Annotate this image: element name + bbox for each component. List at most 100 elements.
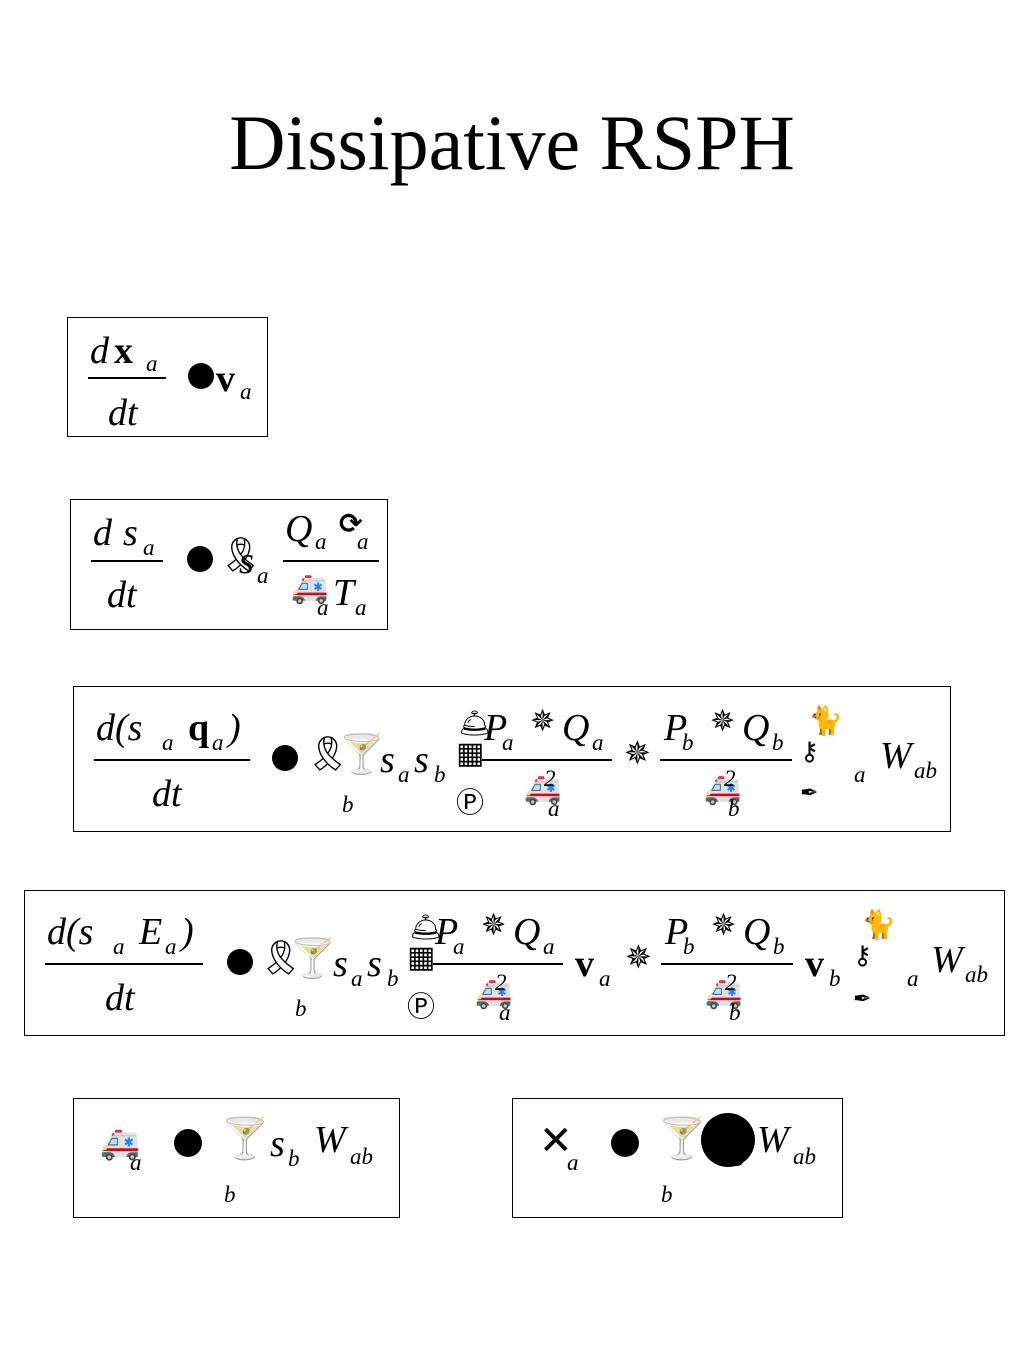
eq4-den1-sup: 2 <box>495 970 507 995</box>
filled-circle-operator-icon <box>187 546 213 572</box>
x-cross-icon: ✕ <box>539 1118 573 1164</box>
eq2-fraction-bar <box>91 560 163 562</box>
eq1-num-x: x <box>114 330 133 372</box>
martini-glass-icon: 🍸 <box>289 936 337 980</box>
eq2-inner-fraction-bar <box>283 560 379 562</box>
eq4-P-a: P <box>435 911 459 953</box>
eq3-grad-sub: a <box>854 762 866 787</box>
large-filled-circle-icon <box>701 1113 755 1167</box>
eq4-grad-sub: a <box>907 966 919 991</box>
equation-box-position: d x a dt v a <box>67 317 268 437</box>
eq3-sum-index: b <box>342 792 354 817</box>
eq3-P-a-sub: a <box>502 730 514 755</box>
service-bell-icon: 🛎 <box>409 913 443 943</box>
eq3-num-close: ) <box>228 707 241 749</box>
eq3-den1-sup: 2 <box>544 766 556 791</box>
eq3-s-b: s <box>414 739 429 781</box>
eq4-v-b-sub: b <box>829 966 841 991</box>
eq3-P-b: P <box>664 707 688 749</box>
eq3-s-a: s <box>380 739 395 781</box>
service-bell-icon: 🛎 <box>458 709 492 739</box>
eq5-lhs-sub: a <box>130 1150 142 1175</box>
martini-glass-icon: 🍸 <box>220 1116 270 1162</box>
eq4-s-a: s <box>333 943 348 985</box>
filled-circle-operator-icon <box>272 745 298 771</box>
eq4-den2-sub: b <box>729 1000 741 1025</box>
eq2-frac-num-Q-sub: a <box>315 529 327 554</box>
eq3-den1-sub: a <box>548 796 560 821</box>
pen-nib-icon: ✒ <box>853 987 872 1012</box>
eq3-den2-sup: 2 <box>724 766 736 791</box>
eq2-den: dt <box>107 574 137 616</box>
ambulance-icon: 🚑 <box>100 1124 140 1162</box>
eq3-num-q: q <box>188 707 210 749</box>
filled-circle-operator-icon <box>174 1129 202 1157</box>
eq3-P-a: P <box>484 707 508 749</box>
lightning-burst-icon: ✵ <box>481 908 507 943</box>
lightning-burst-icon: ✵ <box>711 908 737 943</box>
eq4-Q-b: Q <box>743 911 771 953</box>
eq6-lhs-sub: a <box>567 1150 579 1175</box>
pen-nib-icon: ✒ <box>800 781 819 806</box>
eq2-frac-num-sub2: a <box>357 529 369 554</box>
eq4-num-E: E <box>139 911 163 953</box>
eq4-num-sub1: a <box>113 934 125 959</box>
eq4-fraction-bar-1 <box>433 963 563 965</box>
ribbon-icon: 🎗 <box>259 938 303 978</box>
eq4-den2-sup: 2 <box>725 970 737 995</box>
eq1-fraction-bar <box>88 377 166 379</box>
eq4-v-a-sub: a <box>599 966 611 991</box>
eq2-frac-den-sub1: a <box>317 595 329 620</box>
filled-circle-operator-icon <box>227 949 253 975</box>
eq5-s: s <box>270 1123 285 1165</box>
eq4-Q-a-sub: a <box>543 934 555 959</box>
equation-box-momentum: d(s a q a ) dt 🎗 🍸 b s a s b 🛎 ▦ Ⓟ P a ✵… <box>73 686 951 832</box>
parking-p-icon: Ⓟ <box>407 990 436 1023</box>
eq1-den: dt <box>108 392 138 434</box>
eq1-num-d: d <box>90 330 109 372</box>
eq2-num-sub: a <box>143 535 155 560</box>
eq2-frac-num-Q: Q <box>285 508 313 550</box>
lightning-burst-icon: ✵ <box>624 734 651 772</box>
eq5-sum-index: b <box>224 1182 236 1207</box>
lightning-burst-icon: ✵ <box>625 938 652 976</box>
lightning-burst-icon: ✵ <box>530 704 556 739</box>
eq1-num-sub: a <box>146 351 158 376</box>
slide-title: Dissipative RSPH <box>229 99 795 186</box>
eq2-rhs-s-sub: a <box>257 563 269 588</box>
equation-box-energy: d(s a E a ) dt 🎗 🍸 b s a s b 🛎 ▦ Ⓟ P a ✵… <box>24 890 1005 1036</box>
eq3-Q-b-sub: b <box>772 730 784 755</box>
eq2-frac-den-T: T <box>333 572 355 614</box>
ambulance-icon: 🚑 <box>704 772 742 807</box>
eq4-s-b: s <box>367 943 382 985</box>
eq4-P-b: P <box>665 911 689 953</box>
eq4-Q-b-sub: b <box>773 934 785 959</box>
eq3-fraction-bar-2 <box>660 759 792 761</box>
ambulance-icon: 🚑 <box>705 976 743 1011</box>
eq4-Q-a: Q <box>513 911 541 953</box>
eq2-frac-den-sub2: a <box>355 595 367 620</box>
eq4-fraction-bar-2 <box>661 963 793 965</box>
eq1-rhs-v: v <box>216 358 235 400</box>
eq3-den: dt <box>152 773 182 815</box>
eq4-W: W <box>931 939 963 981</box>
bookcase-icon: ▦ <box>456 736 485 771</box>
eq4-W-sub: ab <box>965 962 988 987</box>
eq3-Q-a: Q <box>562 707 590 749</box>
eq4-v-a: v <box>575 943 594 985</box>
eq3-s-a-sub: a <box>398 762 410 787</box>
eq1-rhs-sub: a <box>240 379 252 404</box>
ribbon-icon: 🎗 <box>219 535 263 575</box>
eq4-v-b: v <box>805 943 824 985</box>
eq6-sum-index: b <box>661 1182 673 1207</box>
martini-glass-icon: 🍸 <box>657 1116 707 1162</box>
parking-p-icon: Ⓟ <box>456 786 485 819</box>
filled-circle-operator-icon <box>611 1129 639 1157</box>
eq3-W: W <box>880 735 912 777</box>
eq4-sum-index: b <box>295 996 307 1021</box>
eq3-W-sub: ab <box>914 758 937 783</box>
eq6-W-sub: ab <box>793 1144 816 1169</box>
eq3-den2-sub: b <box>728 796 740 821</box>
eq3-fraction-bar-1 <box>482 759 612 761</box>
eq4-P-b-sub: b <box>683 934 695 959</box>
